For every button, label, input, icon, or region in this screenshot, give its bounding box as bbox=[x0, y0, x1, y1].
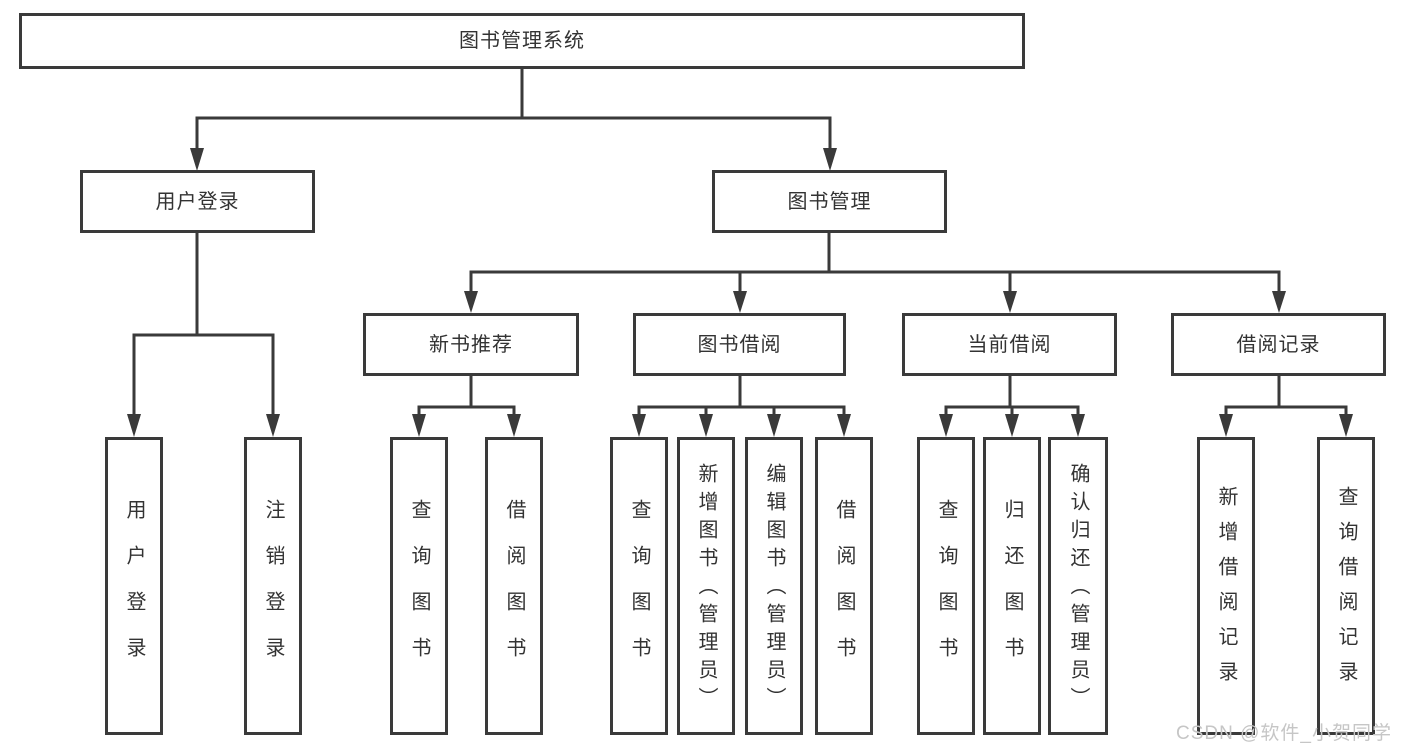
connector-bookborrow-to-children bbox=[632, 374, 851, 437]
arrowhead-icon bbox=[837, 414, 851, 437]
node-user-login: 用户登录 bbox=[80, 170, 315, 233]
leaf-return-books: 归还图书 bbox=[983, 437, 1041, 735]
arrowhead-icon bbox=[1339, 414, 1353, 437]
connector-borrowrecords-to-children bbox=[1219, 374, 1353, 437]
arrowhead-icon bbox=[464, 291, 478, 313]
arrowhead-icon bbox=[1272, 291, 1286, 313]
node-new-book-recommend: 新书推荐 bbox=[363, 313, 579, 376]
leaf-query-books: 查询图书 bbox=[610, 437, 668, 735]
connector-currentborrow-to-children bbox=[939, 374, 1085, 437]
leaf-borrow-books: 借阅图书 bbox=[815, 437, 873, 735]
leaf-query-books: 查询图书 bbox=[917, 437, 975, 735]
node-book-management: 图书管理 bbox=[712, 170, 947, 233]
arrowhead-icon bbox=[1005, 414, 1019, 437]
arrowhead-icon bbox=[632, 414, 646, 437]
connector-bookmgmt-to-level3 bbox=[464, 231, 1286, 313]
node-borrow-records: 借阅记录 bbox=[1171, 313, 1386, 376]
connector-userlogin-to-children bbox=[127, 231, 280, 437]
arrowhead-icon bbox=[699, 414, 713, 437]
leaf-borrow-books: 借阅图书 bbox=[485, 437, 543, 735]
leaf-add-borrow-record: 新增借阅记录 bbox=[1197, 437, 1255, 735]
leaf-confirm-return-admin: 确认归还（管理员） bbox=[1048, 437, 1108, 735]
arrowhead-icon bbox=[507, 414, 521, 437]
arrowhead-icon bbox=[190, 148, 204, 171]
arrowhead-icon bbox=[767, 414, 781, 437]
arrowhead-icon bbox=[733, 291, 747, 313]
arrowhead-icon bbox=[127, 414, 141, 437]
arrowhead-icon bbox=[939, 414, 953, 437]
leaf-add-books-admin: 新增图书（管理员） bbox=[677, 437, 735, 735]
connector-root-to-level2 bbox=[190, 67, 837, 171]
leaf-edit-books-admin: 编辑图书（管理员） bbox=[745, 437, 803, 735]
leaf-user-login: 用户登录 bbox=[105, 437, 163, 735]
arrowhead-icon bbox=[266, 414, 280, 437]
node-root: 图书管理系统 bbox=[19, 13, 1025, 69]
arrowhead-icon bbox=[823, 148, 837, 171]
arrowhead-icon bbox=[412, 414, 426, 437]
connector-newbookrec-to-children bbox=[412, 374, 521, 437]
arrowhead-icon bbox=[1003, 291, 1017, 313]
leaf-logout: 注销登录 bbox=[244, 437, 302, 735]
node-book-borrowing: 图书借阅 bbox=[633, 313, 846, 376]
leaf-query-borrow-record: 查询借阅记录 bbox=[1317, 437, 1375, 735]
arrowhead-icon bbox=[1219, 414, 1233, 437]
watermark: CSDN @软件_小贺同学 bbox=[1176, 723, 1392, 744]
leaf-query-books: 查询图书 bbox=[390, 437, 448, 735]
arrowhead-icon bbox=[1071, 414, 1085, 437]
node-current-borrowing: 当前借阅 bbox=[902, 313, 1117, 376]
